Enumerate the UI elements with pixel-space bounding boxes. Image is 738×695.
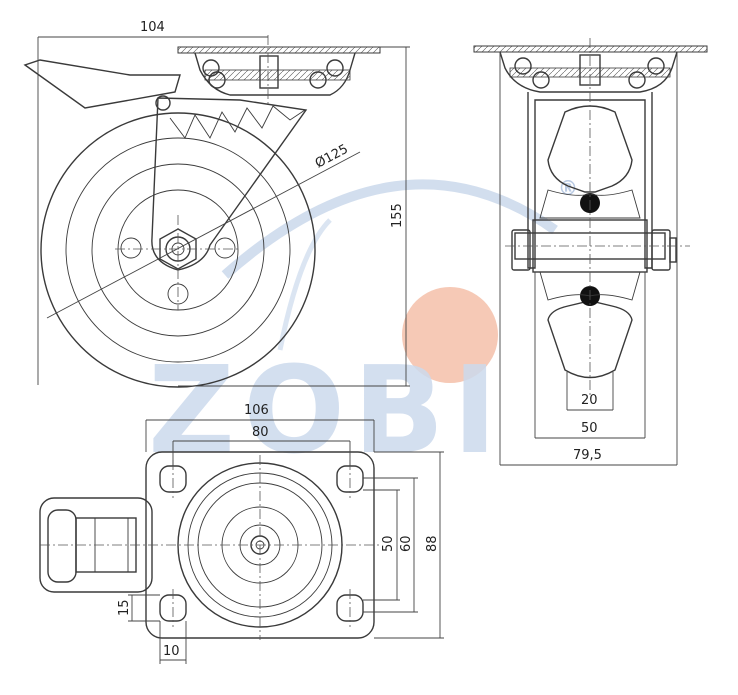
front-dim-50-label: 50 — [581, 421, 598, 436]
front-fork-right — [600, 92, 653, 269]
watermark-orange-dot — [402, 287, 498, 383]
watermark-text: ZOBI — [148, 342, 505, 481]
front-nut-right — [651, 229, 671, 271]
front-kingpin — [579, 54, 601, 86]
top-view: 106 80 50 60 88 15 10 — [39, 403, 444, 664]
top-dim-106-label: 106 — [244, 403, 269, 418]
top-dim-60-label: 60 — [399, 535, 414, 552]
front-nut-cap-right — [669, 237, 677, 263]
watermark-swoosh-2 — [277, 218, 332, 351]
side-wheel-outer — [40, 112, 316, 388]
front-dim-20-label: 20 — [581, 393, 598, 408]
front-tyre-lower — [547, 301, 633, 379]
side-wheel-ring-2 — [91, 163, 265, 337]
top-dim-80-label: 80 — [252, 425, 269, 440]
front-ball-4 — [647, 57, 665, 75]
side-dim-104-label: 104 — [140, 20, 165, 35]
front-rim-upper — [539, 189, 641, 219]
top-dim-88-label: 88 — [425, 535, 440, 552]
side-view: 104 155 Ø125 — [23, 20, 410, 388]
watermark-swoosh — [221, 179, 558, 279]
front-tyre-upper — [547, 105, 633, 193]
front-ball-1 — [514, 57, 532, 75]
top-dim-50-label: 50 — [381, 535, 396, 552]
top-brake-pedal — [47, 509, 77, 583]
front-view: 20 50 79,5 — [473, 38, 708, 466]
side-ball-2 — [208, 71, 226, 89]
side-wheel-ring-1 — [65, 137, 291, 363]
top-dim-10-label: 10 — [163, 644, 180, 659]
side-wheel-hole-left — [120, 237, 142, 259]
top-dim-15-label: 15 — [117, 599, 132, 616]
front-top-plate — [473, 45, 708, 53]
side-dim-155-label: 155 — [390, 203, 405, 228]
side-ball-4 — [326, 59, 344, 77]
side-brake-pivot — [155, 95, 171, 111]
front-ball-2 — [532, 71, 550, 89]
side-dim-diameter-line — [46, 151, 361, 319]
side-fork-teeth — [169, 105, 306, 139]
side-top-plate — [177, 46, 381, 54]
front-ball-3 — [628, 71, 646, 89]
side-ball-1 — [202, 59, 220, 77]
front-nut-left — [511, 229, 531, 271]
side-brake-lever — [23, 59, 181, 109]
side-kingpin — [259, 55, 279, 89]
side-ball-3 — [309, 71, 327, 89]
side-wheel-hole-right — [214, 237, 236, 259]
watermark: ZOBI ® — [148, 176, 578, 481]
front-dim-79-5-label: 79,5 — [573, 448, 602, 463]
front-fork-left — [527, 92, 600, 269]
